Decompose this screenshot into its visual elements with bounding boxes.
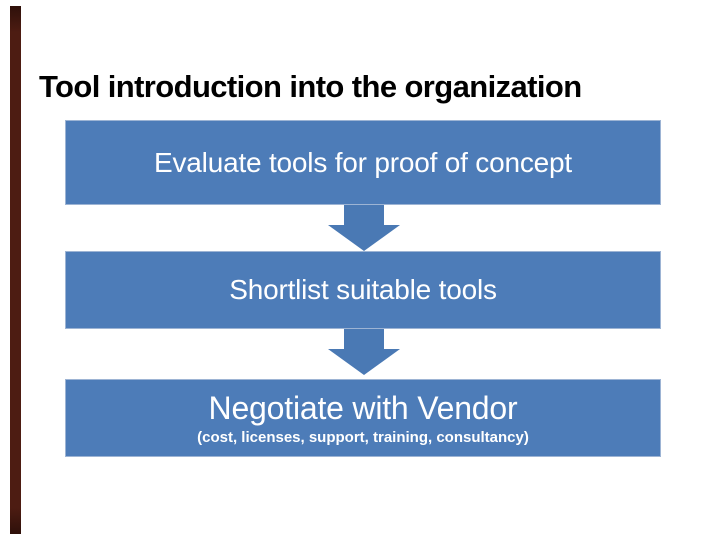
- page-title: Tool introduction into the organization: [39, 68, 582, 104]
- down-arrow-icon: [328, 329, 400, 375]
- flow-step-sublabel: (cost, licenses, support, training, cons…: [197, 428, 529, 446]
- left-edge-bar: [10, 6, 21, 534]
- flow-step-label: Shortlist suitable tools: [229, 274, 497, 305]
- flow-step-shortlist-tools: Shortlist suitable tools: [65, 251, 661, 329]
- flow-step-negotiate-vendor: Negotiate with Vendor (cost, licenses, s…: [65, 379, 661, 457]
- flow-step-label: Negotiate with Vendor: [208, 389, 518, 426]
- flow-step-evaluate-tools: Evaluate tools for proof of concept: [65, 120, 661, 205]
- down-arrow-icon: [328, 205, 400, 251]
- flow-step-label: Evaluate tools for proof of concept: [154, 146, 572, 178]
